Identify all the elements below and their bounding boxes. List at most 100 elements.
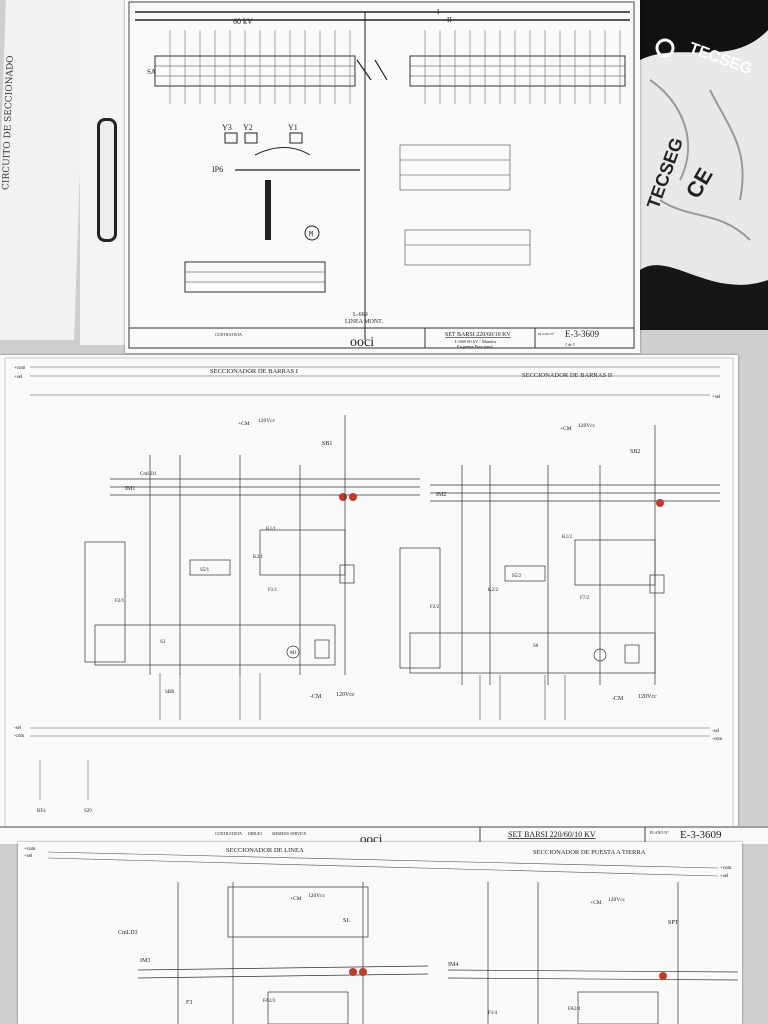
cloth-photo: TECSEG TECSEG CE	[640, 0, 768, 330]
ip-label: IP6	[212, 165, 223, 174]
sheet2-k1-2: K1/2	[562, 535, 573, 540]
sheet2-sel-top-right: +sel	[712, 395, 721, 400]
sheet2-ss2: S5/2	[512, 574, 522, 579]
sheet1-plan-number: E-3-3609	[565, 329, 599, 339]
line-label-2: LINEA MONT.	[345, 319, 383, 325]
sheet2-sb1: SB1	[322, 441, 332, 447]
sheet2-f2-2: F2/2	[430, 605, 440, 610]
left-document: CIRCUITO DE SECCIONADO	[0, 0, 86, 340]
sheet3-cm-left: +CM	[290, 896, 302, 902]
sheet2-com-top: +com	[14, 366, 26, 371]
sheet1-logo: ooci	[350, 335, 374, 350]
coil-y2-label: Y2	[243, 123, 253, 132]
sheet3-sl: SL	[343, 918, 350, 924]
motor-label: M	[309, 230, 313, 238]
coil-y3-label: Y3	[222, 123, 232, 132]
sheet3-cm-right: +CM	[590, 900, 602, 906]
sheet2-f2-1: F2/1	[115, 599, 125, 604]
sheet3-im3: IM3	[140, 958, 150, 964]
sheet3-im4: IM4	[448, 962, 458, 968]
coil-y1-label: Y1	[288, 123, 298, 132]
circuit-block-left	[84, 415, 355, 675]
sheet2-vcc-bottom-right: 120Vcc	[638, 694, 657, 700]
sheet2-cml: CmLD1	[140, 472, 157, 477]
sheet2-k2-2: K2/2	[488, 588, 499, 593]
sheet1-title-line3: Esquema Funcional	[457, 344, 493, 349]
bus-label-ii: II	[447, 16, 452, 24]
cloth-drawing: TECSEG TECSEG CE	[640, 0, 768, 330]
sheet2-s29: S29	[84, 809, 92, 814]
line-label-1: L-669	[353, 312, 368, 318]
sheet3-f1-4: F1/4	[488, 1011, 498, 1016]
sheet-2-drawing: SECCIONADOR DE BARRAS I SECCIONADOR DE B…	[4, 357, 734, 837]
sheet2-rf4: RF4	[37, 809, 46, 814]
sheet2-cm-right: +CM	[560, 426, 572, 432]
sheet3-vcc-right: 120Vcc	[608, 897, 626, 903]
schematic-sheet-3: SECCIONADOR DE LINEA SECCIONADOR DE PUES…	[18, 842, 742, 1024]
terminal-strip-top-left	[154, 55, 356, 87]
sheet3-sel-top: +sel	[24, 854, 33, 859]
sheet3-right-title: SECCIONADOR DE PUESTA A TIERRA	[533, 849, 646, 856]
sheet2-sbb: SBB	[165, 690, 175, 695]
footer-title: SET BARSI 220/60/10 KV	[508, 830, 596, 839]
sheet2-sel-minus: -sel	[14, 726, 22, 731]
sheet1-sheet-count: 1 de 5	[565, 342, 575, 347]
bus-label-i: I	[437, 8, 440, 16]
sheet2-com-minus: -com	[14, 734, 24, 739]
sheet2-cm-bottom-left: -CM	[310, 694, 322, 700]
sheet2-vcc-left: 120Vcc	[258, 418, 276, 424]
sheet2-s3: S3	[160, 640, 166, 645]
terminal-sa-label: SA	[147, 68, 156, 76]
footer-plan-number: E-3-3609	[680, 829, 722, 841]
footer-checked: SIEMENS SERVICE	[272, 831, 307, 836]
sheet2-k1-1: K1/1	[266, 527, 277, 532]
sheet-1-drawing: 60 kV I II SA Y3 Y2 Y1 IP6	[128, 1, 635, 350]
sheet2-f1-1: F1/1	[268, 588, 278, 593]
binder-ring	[97, 118, 117, 242]
sheet2-im2: IM2	[436, 492, 446, 498]
sheet3-sel-right: +sel	[720, 874, 729, 879]
sheet2-im1: IM1	[125, 486, 135, 492]
sheet3-f3: F3	[186, 1000, 192, 1006]
sheet3-cmld: CmLD3	[118, 930, 138, 936]
schematic-sheet-2: SECCIONADOR DE BARRAS I SECCIONADOR DE B…	[0, 355, 738, 842]
footer-drawn: DIBUJO	[248, 831, 262, 836]
sheet1-title-line2: L-669 60 kV - Mandos	[455, 339, 497, 344]
sheet3-spt: SPT	[668, 920, 679, 926]
circuit-block-right	[399, 425, 665, 685]
sheet3-vcc-left: 120Vcc	[308, 893, 326, 899]
relay-grid-right	[399, 144, 531, 266]
sheet2-vcc-right: 120Vcc	[578, 423, 596, 429]
sheet2-sel-minus-right: -sel	[712, 729, 720, 734]
footer-logo: ooci	[360, 831, 383, 844]
sheet3-fa2-3: FA2/3	[263, 999, 276, 1004]
sheet2-k2-1: K2/1	[253, 555, 264, 560]
terminal-strip-top-right	[409, 55, 626, 87]
sheet-3-drawing: SECCIONADOR DE LINEA SECCIONADOR DE PUES…	[24, 847, 739, 1024]
sheet2-cm-left: +CM	[238, 421, 250, 427]
sheet3-com-top: +com	[24, 847, 36, 852]
sheet2-com-minus-right: -com	[712, 737, 722, 742]
left-document-title: CIRCUITO DE SECCIONADO	[1, 55, 17, 190]
sheet2-f7-2: F7/2	[580, 596, 590, 601]
sheet2-left-title: SECCIONADOR DE BARRAS I	[210, 368, 298, 375]
sheet2-sel-top: +sel	[14, 375, 23, 380]
sheet-2-title-block: CONTRATISTA DIBUJO SIEMENS SERVICE ooci …	[0, 826, 768, 844]
voltage-label: 60 kV	[233, 17, 253, 26]
sheet2-s0: S0	[533, 644, 539, 649]
sheet2-m1: M1	[290, 651, 297, 656]
sheet3-fa2-4: FA2/4	[568, 1007, 581, 1012]
sheet1-plan-label: PLANO N°	[538, 332, 555, 336]
sheet2-sb2: SB2	[630, 449, 640, 455]
sheet1-contractor: CONTRATISTA	[215, 332, 242, 337]
sheet2-ss1: S5/1	[200, 568, 210, 573]
sheet2-right-title: SECCIONADOR DE BARRAS II	[522, 372, 612, 379]
sheet1-title-line1: SET BARSI 220/60/10 KV	[445, 332, 511, 338]
sheet3-com-right: +com	[720, 866, 732, 871]
schematic-sheet-1: 60 kV I II SA Y3 Y2 Y1 IP6	[125, 0, 640, 353]
footer-plan-label: PLANO N°	[650, 830, 669, 835]
sheet2-cm-bottom-right: -CM	[612, 696, 624, 702]
footer-contractor: CONTRATISTA	[215, 831, 242, 836]
sheet2-vcc-bottom-left: 120Vcc	[336, 692, 355, 698]
sheet3-left-title: SECCIONADOR DE LINEA	[226, 847, 304, 854]
